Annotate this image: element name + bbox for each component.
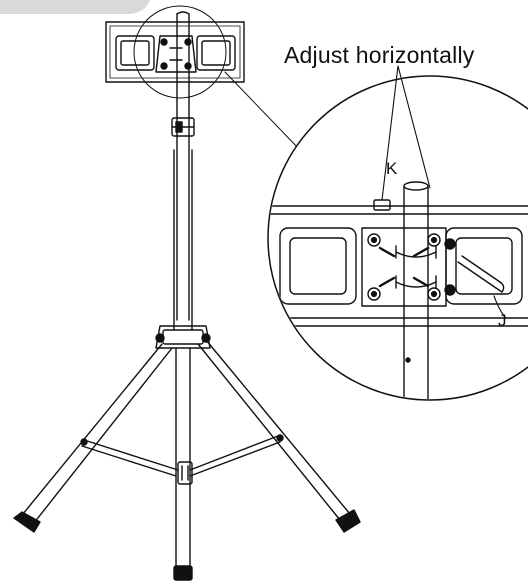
magnifier-ring-small — [133, 5, 227, 99]
part-j-label: J — [498, 311, 507, 330]
adjust-horizontally-label: Adjust horizontally — [284, 42, 475, 68]
corner-tab — [0, 0, 150, 14]
magnified-detail — [267, 65, 528, 401]
leader-line — [224, 71, 301, 151]
part-k-label: K — [386, 159, 398, 178]
overview-plate — [105, 21, 245, 83]
tripod-legs — [13, 339, 361, 533]
magnifier-ring-large — [267, 75, 528, 401]
tripod-mast — [155, 11, 211, 581]
